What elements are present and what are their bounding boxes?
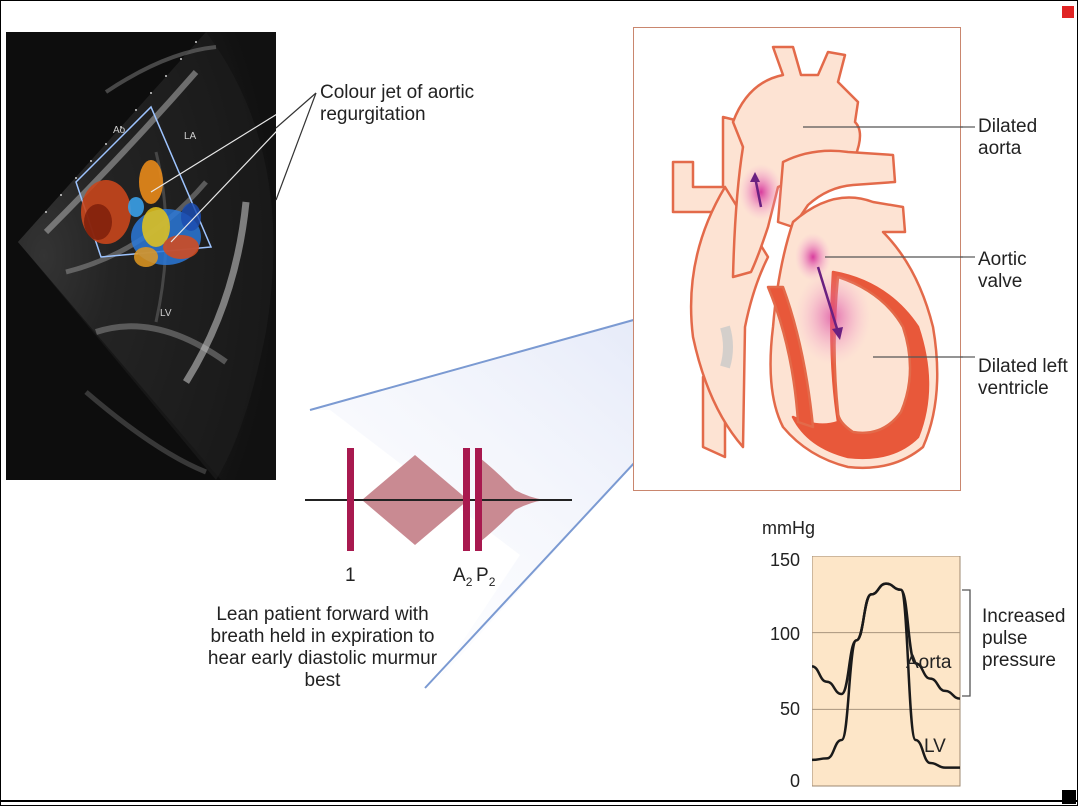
y-tick-100: 100 bbox=[770, 624, 800, 645]
phonocardiogram bbox=[300, 440, 580, 560]
label-dilated-left-ventricle: Dilated left ventricle bbox=[978, 356, 1073, 400]
label-increased-pulse-pressure: Increased pulse pressure bbox=[982, 606, 1072, 672]
label-s1: 1 bbox=[345, 565, 356, 587]
corner-marker-red bbox=[1062, 6, 1074, 18]
chart-unit-label: mmHg bbox=[762, 518, 815, 539]
auscultation-instruction: Lean patient forward with breath held in… bbox=[200, 604, 445, 692]
bottom-rule bbox=[0, 800, 1078, 802]
y-tick-0: 0 bbox=[790, 771, 800, 792]
series-label-lv: LV bbox=[924, 736, 946, 758]
label-a2: A2 bbox=[453, 565, 472, 593]
y-tick-150: 150 bbox=[770, 550, 800, 571]
heart-sound-a2 bbox=[463, 448, 470, 551]
pulse-pressure-bracket bbox=[960, 588, 980, 700]
corner-marker-black bbox=[1062, 790, 1076, 804]
heart-sound-s1 bbox=[347, 448, 354, 551]
series-label-aorta: Aorta bbox=[906, 652, 951, 674]
label-dilated-aorta: Dilated aorta bbox=[978, 116, 1058, 160]
y-tick-50: 50 bbox=[780, 699, 800, 720]
label-aortic-valve: Aortic valve bbox=[978, 249, 1048, 293]
heart-sound-p2 bbox=[475, 448, 482, 551]
label-p2: P2 bbox=[476, 565, 495, 593]
